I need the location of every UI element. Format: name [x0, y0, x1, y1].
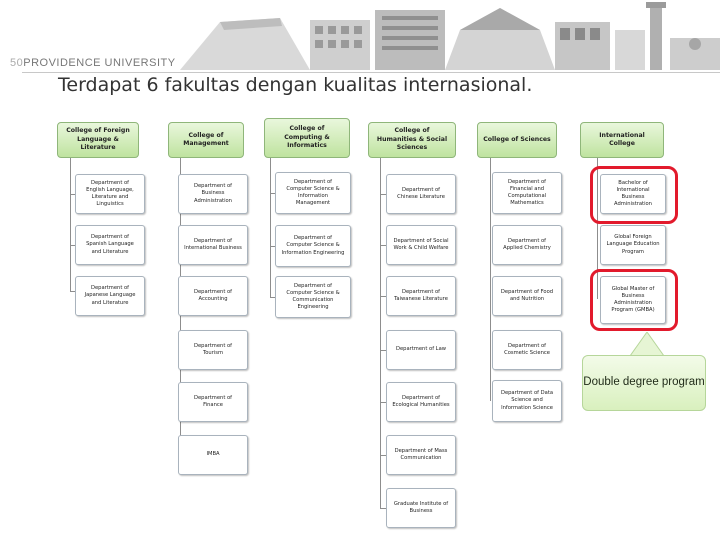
college-computing: College of Computing & Informatics [264, 118, 350, 158]
connector-line [270, 158, 271, 297]
connector-tick [380, 508, 386, 509]
department-box: Department of Computer Science & Informa… [275, 225, 351, 267]
department-box: Department of International Business [178, 225, 248, 265]
connector-line [380, 158, 381, 509]
connector-tick [70, 245, 75, 246]
university-brand: 50PROVIDENCE UNIVERSITY [10, 57, 176, 69]
connector-tick [70, 194, 75, 195]
department-box: IMBA [178, 435, 248, 475]
connector-line [70, 158, 71, 291]
department-box: Department of Ecological Humanities [386, 382, 456, 422]
department-box: Department of Mass Communication [386, 435, 456, 475]
connector-tick [380, 350, 386, 351]
department-box: Graduate Institute of Business [386, 488, 456, 528]
college-humanities: College of Humanities & Social Sciences [368, 122, 456, 158]
double-degree-highlight [590, 269, 678, 331]
department-box: Department of English Language, Literatu… [75, 174, 145, 214]
connector-tick [270, 246, 275, 247]
department-box: Department of Finance [178, 382, 248, 422]
department-box: Department of Japanese Language and Lite… [75, 276, 145, 316]
college-management: College of Management [168, 122, 244, 158]
department-box: Department of Business Administration [178, 174, 248, 214]
department-box: Department of Social Work & Child Welfar… [386, 225, 456, 265]
department-box: Department of Financial and Computationa… [492, 172, 562, 214]
department-box: Department of Computer Science & Communi… [275, 276, 351, 318]
college-international: International College [580, 122, 664, 158]
department-box: Department of Accounting [178, 276, 248, 316]
connector-tick [380, 455, 386, 456]
connector-tick [380, 296, 386, 297]
connector-tick [270, 193, 275, 194]
connector-tick [380, 194, 386, 195]
department-box: Department of Food and Nutrition [492, 276, 562, 316]
campus-skyline-image [160, 0, 720, 72]
slide-title: Terdapat 6 fakultas dengan kualitas inte… [58, 74, 532, 96]
department-box: Department of Computer Science & Informa… [275, 172, 351, 214]
department-box: Department of Tourism [178, 330, 248, 370]
header-banner: 50PROVIDENCE UNIVERSITY [0, 0, 720, 72]
department-box: Department of Applied Chemistry [492, 225, 562, 265]
connector-tick [380, 402, 386, 403]
connector-tick [270, 297, 275, 298]
college-sciences: College of Sciences [477, 122, 557, 158]
connector-tick [70, 291, 75, 292]
connector-line [490, 158, 491, 401]
department-box: Department of Taiwanese Literature [386, 276, 456, 316]
brand-name: PROVIDENCE UNIVERSITY [23, 57, 175, 69]
department-box: Department of Spanish Language and Liter… [75, 225, 145, 265]
program-box: Global Foreign Language Education Progra… [600, 225, 666, 265]
double-degree-callout: Double degree program [582, 355, 706, 411]
department-box: Department of Data Science and Informati… [492, 380, 562, 422]
callout-text: Double degree program [583, 376, 704, 390]
college-foreign-language: College of Foreign Language & Literature [57, 122, 139, 158]
department-box: Department of Cosmetic Science [492, 330, 562, 370]
department-box: Department of Law [386, 330, 456, 370]
header-divider [22, 72, 720, 73]
brand-number: 50 [10, 57, 23, 69]
double-degree-highlight [590, 166, 678, 224]
connector-tick [380, 245, 386, 246]
department-box: Department of Chinese Literature [386, 174, 456, 214]
